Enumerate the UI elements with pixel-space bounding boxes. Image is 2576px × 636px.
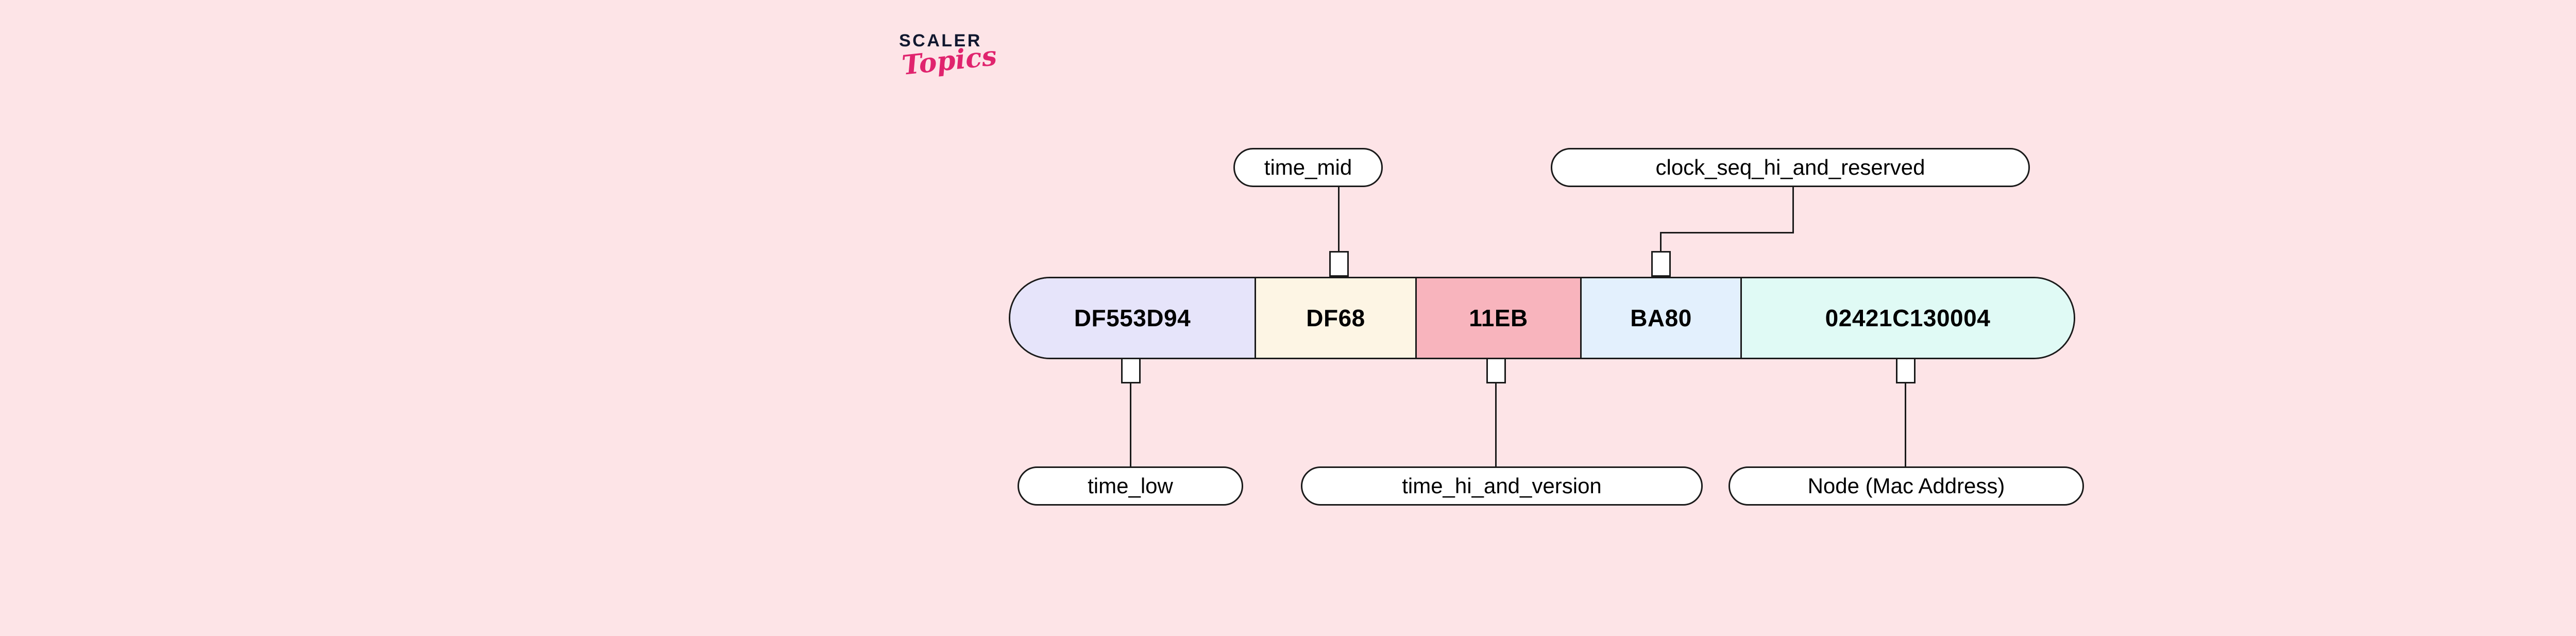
- uuid-segment-node: 02421C130004: [1742, 278, 2074, 358]
- label-pill-time-mid: time_mid: [1233, 148, 1383, 187]
- uuid-segment-clock-seq-hi-and-reserved: BA80: [1582, 278, 1742, 358]
- scaler-topics-logo: SCALER Topics: [899, 32, 1054, 99]
- logo-wordmark: SCALER: [899, 31, 982, 51]
- connector-line-node: [1905, 382, 1906, 467]
- logo-script-topics: Topics: [900, 40, 998, 81]
- label-pill-time-hi-and-version: time_hi_and_version: [1301, 466, 1703, 506]
- connector-line-time-low: [1130, 382, 1131, 467]
- connector-tab-time-mid: [1329, 251, 1349, 277]
- label-text-time-hi-and-version: time_hi_and_version: [1402, 474, 1602, 498]
- connector-tab-time-low: [1121, 358, 1141, 383]
- label-pill-clock-seq-hi-and-reserved: clock_seq_hi_and_reserved: [1551, 148, 2030, 187]
- connector-line-time-hi-and-version: [1495, 382, 1497, 467]
- uuid-segment-time-mid: DF68: [1256, 278, 1417, 358]
- connector-line-time-mid: [1338, 187, 1340, 276]
- label-pill-node: Node (Mac Address): [1728, 466, 2084, 506]
- uuid-segment-bar: DF553D94 DF68 11EB BA80 02421C130004: [1009, 277, 2075, 359]
- label-text-node: Node (Mac Address): [1807, 474, 2005, 498]
- label-pill-time-low: time_low: [1018, 466, 1243, 506]
- label-text-clock-seq-hi-and-reserved: clock_seq_hi_and_reserved: [1655, 155, 1925, 179]
- connector-tab-time-hi-and-version: [1486, 358, 1506, 383]
- label-text-time-low: time_low: [1088, 474, 1173, 498]
- connector-line-clock-seq-vertical-upper: [1792, 187, 1794, 233]
- connector-tab-node: [1896, 358, 1916, 383]
- label-text-time-mid: time_mid: [1264, 155, 1352, 179]
- connector-line-clock-seq-horizontal: [1660, 232, 1794, 233]
- connector-tab-clock-seq-hi-and-reserved: [1651, 251, 1671, 277]
- uuid-segment-time-low: DF553D94: [1010, 278, 1256, 358]
- uuid-segment-time-hi-and-version: 11EB: [1417, 278, 1582, 358]
